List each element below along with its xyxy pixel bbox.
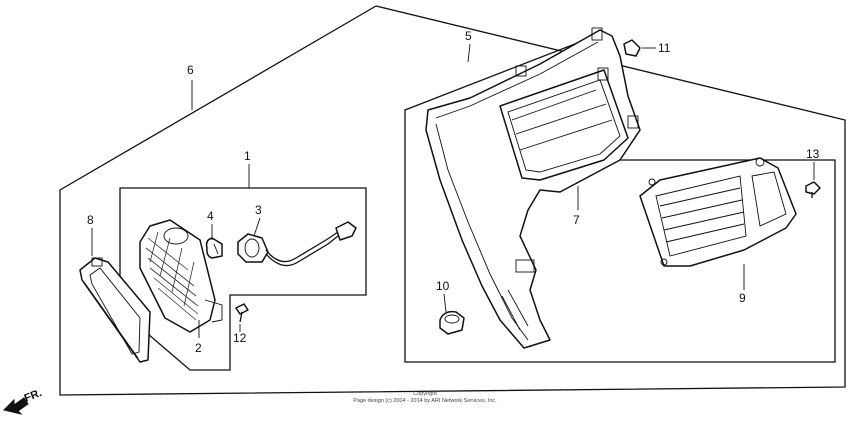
callout-3: 3 (255, 203, 262, 217)
bulb-part (205, 237, 223, 259)
screw-13-part (805, 181, 821, 198)
callout-5: 5 (465, 29, 472, 43)
callout-1: 1 (244, 149, 251, 163)
callout-9: 9 (739, 291, 746, 305)
headlight-unit-part (139, 219, 223, 333)
front-direction-arrow: FR. (3, 387, 44, 415)
callout-10: 10 (436, 279, 450, 293)
screw-12-part (235, 303, 249, 323)
clip-part (623, 39, 641, 57)
callout-2: 2 (195, 341, 202, 355)
socket-harness-part (237, 221, 357, 267)
callout-7: 7 (573, 213, 580, 227)
arrow-icon (3, 397, 29, 415)
callout-13: 13 (806, 147, 820, 161)
callout-6: 6 (187, 63, 194, 77)
callout-11: 11 (658, 41, 671, 55)
callout-4: 4 (207, 209, 214, 223)
grommet-part (439, 310, 465, 335)
callout-8: 8 (87, 213, 94, 227)
duct-grille-part (639, 157, 797, 267)
front-direction-label: FR. (23, 387, 44, 405)
headlight-rim-part (79, 257, 151, 363)
cowl-part (425, 27, 641, 349)
copyright-text: Page design (c) 2004 - 2014 by ARI Netwo… (353, 398, 497, 404)
outer-frame (59, 5, 846, 396)
copyright-title: Copyright (413, 391, 437, 397)
leader-lines (91, 43, 815, 338)
callout-12: 12 (233, 331, 247, 345)
